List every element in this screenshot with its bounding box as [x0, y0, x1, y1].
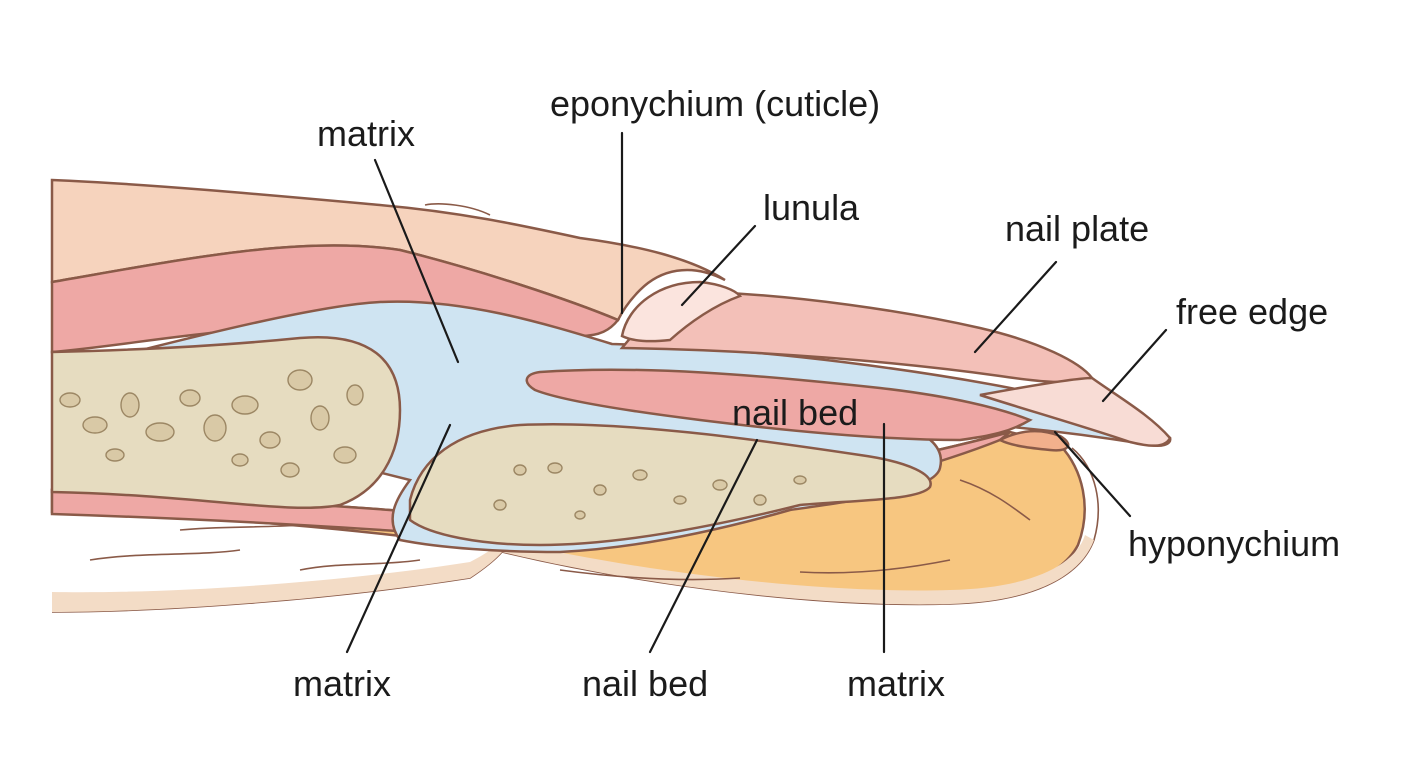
leader-matrix-top: [373, 158, 460, 364]
leader-matrix-bottom-left: [345, 423, 452, 654]
leader-nail-plate: [973, 260, 1058, 354]
label-hyponychium: hyponychium: [1128, 523, 1341, 564]
label-nail-plate: nail plate: [1005, 208, 1150, 249]
nail-bed-tissue: [525, 368, 1033, 442]
distal-phalanx-bone: [408, 422, 932, 547]
label-free-edge: free edge: [1176, 291, 1329, 332]
skin-fold-wrinkle: [424, 203, 491, 216]
leader-free-edge: [1101, 328, 1168, 403]
middle-phalanx-bone: [50, 335, 402, 509]
fat-texture: [89, 479, 1031, 581]
lunula: [620, 280, 743, 343]
label-nail-bed-inner: nail bed: [732, 392, 859, 433]
label-lunula: lunula: [763, 187, 860, 228]
label-matrix-top: matrix: [317, 113, 415, 154]
bone-texture: [59, 369, 807, 520]
label-eponychium: eponychium (cuticle): [550, 83, 881, 124]
label-matrix-bottom-right: matrix: [847, 663, 945, 704]
leader-lunula: [680, 224, 757, 307]
nail-free-edge: [979, 376, 1172, 447]
leader-nail-bed-bottom: [648, 438, 759, 654]
leader-lines: [345, 131, 1168, 654]
pulp-fill-lower: [52, 535, 1094, 612]
leader-hyponychium: [1053, 430, 1132, 518]
label-matrix-bottom-left: matrix: [293, 663, 391, 704]
label-nail-bed-bottom: nail bed: [582, 663, 709, 704]
